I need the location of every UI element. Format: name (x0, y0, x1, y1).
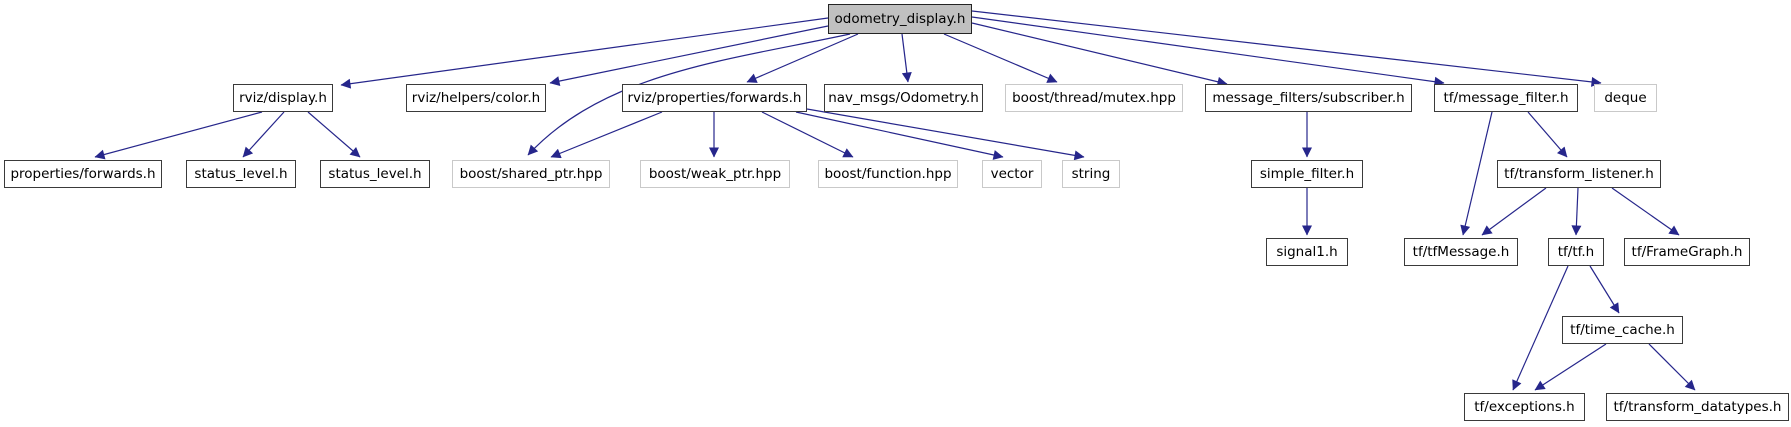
edge-root-to-tf-message-filter (971, 16, 1445, 87)
node-tf-exceptions-h[interactable]: tf/exceptions.h (1464, 393, 1585, 421)
edge-time-cache-to-exceptions (1534, 343, 1607, 391)
node-tf-transform-listener-h[interactable]: tf/transform_listener.h (1497, 160, 1661, 188)
edge-propforwards-to-string (806, 108, 1085, 161)
node-boost-shared-ptr-hpp: boost/shared_ptr.hpp (452, 160, 610, 188)
edge-root-to-rviz-display (340, 17, 829, 89)
edge-tf-tf-to-exceptions (1512, 265, 1569, 391)
edge-propforwards-to-boost-function (761, 111, 854, 158)
edge-root-to-deque (971, 10, 1602, 87)
node-vector: vector (982, 160, 1042, 188)
edge-display-to-status-level-2 (307, 111, 361, 158)
edge-transform-listener-to-tf-tf (1571, 187, 1582, 236)
edge-propforwards-to-vector (795, 111, 1004, 160)
edge-root-to-rviz-properties-forwards (746, 33, 859, 83)
node-tf-time-cache-h[interactable]: tf/time_cache.h (1562, 316, 1683, 344)
node-string: string (1062, 160, 1120, 188)
node-odometry-display-h: odometry_display.h (828, 4, 972, 34)
edge-root-to-nav-msgs-odometry (901, 33, 912, 83)
edge-root-to-boost-thread-mutex (943, 33, 1058, 83)
edge-transform-listener-to-tfmessage (1481, 187, 1547, 236)
node-properties-forwards-h[interactable]: properties/forwards.h (4, 160, 162, 188)
edge-display-to-status-level-1 (242, 111, 285, 158)
edge-root-to-boost-shared-ptr (527, 33, 851, 156)
node-boost-thread-mutex-hpp: boost/thread/mutex.hpp (1005, 84, 1183, 112)
node-boost-function-hpp: boost/function.hpp (818, 160, 958, 188)
edge-propforwards-to-boost-shared-ptr (550, 111, 663, 159)
node-status-level-h-2[interactable]: status_level.h (320, 160, 430, 188)
edge-root-to-rviz-helpers-color (549, 25, 829, 86)
node-tf-transform-datatypes-h[interactable]: tf/transform_datatypes.h (1606, 393, 1789, 421)
node-tf-tf-h[interactable]: tf/tf.h (1548, 238, 1604, 266)
node-rviz-display-h[interactable]: rviz/display.h (233, 84, 333, 112)
edge-transform-listener-to-framegraph (1611, 187, 1680, 236)
node-deque: deque (1594, 84, 1657, 112)
node-nav-msgs-odometry-h[interactable]: nav_msgs/Odometry.h (824, 84, 983, 112)
node-tf-tfmessage-h[interactable]: tf/tfMessage.h (1404, 238, 1518, 266)
node-rviz-properties-forwards-h[interactable]: rviz/properties/forwards.h (622, 84, 807, 112)
node-boost-weak-ptr-hpp: boost/weak_ptr.hpp (640, 160, 790, 188)
node-tf-framegraph-h[interactable]: tf/FrameGraph.h (1624, 238, 1750, 266)
node-rviz-helpers-color-h[interactable]: rviz/helpers/color.h (406, 84, 546, 112)
edge-display-to-properties-forwards (94, 111, 263, 160)
edge-message-filter-to-transform-listener (1527, 111, 1568, 158)
node-status-level-h-1[interactable]: status_level.h (186, 160, 296, 188)
node-message-filters-subscriber-h[interactable]: message_filters/subscriber.h (1205, 84, 1412, 112)
node-signal1-h[interactable]: signal1.h (1266, 238, 1348, 266)
node-simple-filter-h[interactable]: simple_filter.h (1251, 160, 1363, 188)
edge-tf-tf-to-time-cache (1589, 265, 1620, 314)
edge-time-cache-to-transform-datatypes (1648, 343, 1696, 391)
edge-root-to-message-filters-subscriber (971, 22, 1228, 87)
node-tf-message-filter-h[interactable]: tf/message_filter.h (1434, 84, 1578, 112)
edge-message-filter-to-tfmessage (1460, 111, 1493, 236)
